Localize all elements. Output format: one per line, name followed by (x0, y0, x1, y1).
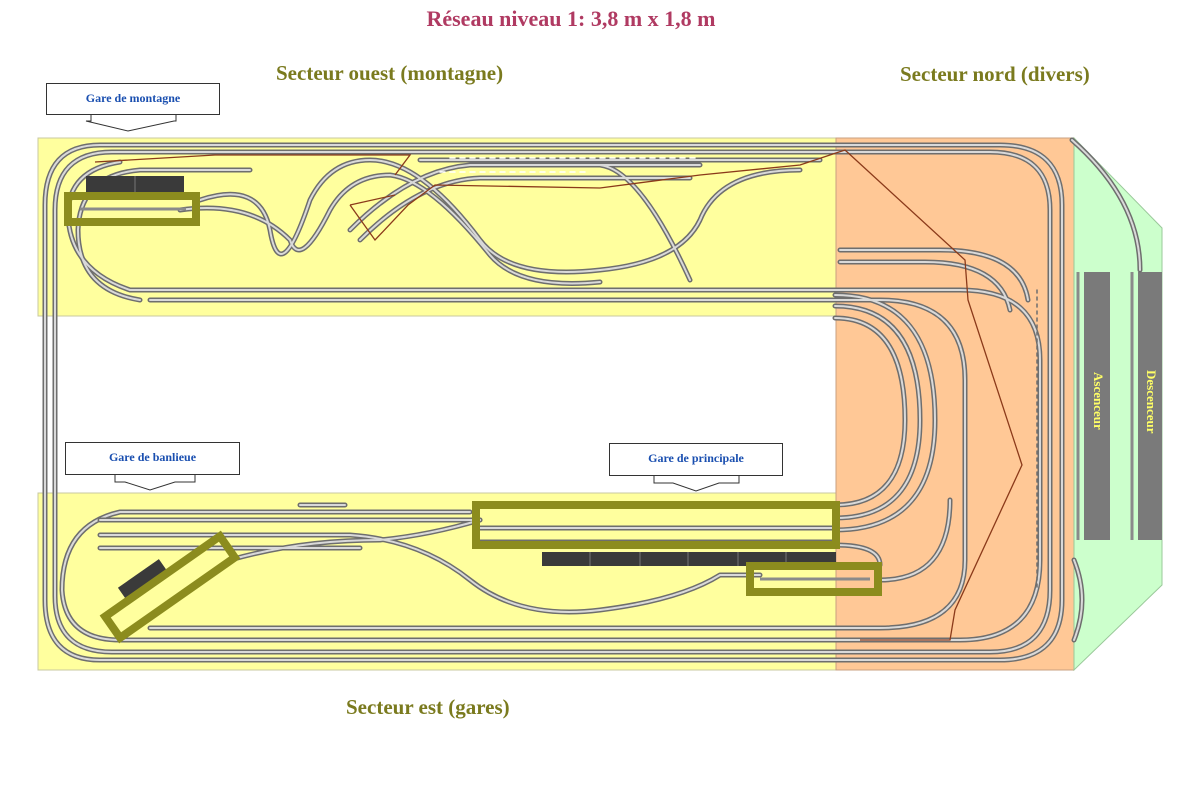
mountain-platform (64, 192, 200, 226)
suburb-platform (99, 530, 241, 644)
page-title: Réseau niveau 1: 3,8 m x 1,8 m (426, 6, 716, 31)
lift-shaft-down (1138, 272, 1162, 540)
lift-label-up: Ascenceur (1091, 372, 1106, 430)
sector-east-label: Secteur est (gares) (346, 695, 510, 719)
lift-label-down: Descenceur (1144, 370, 1159, 434)
station-label-mountain: Gare de montagne (46, 83, 220, 115)
suburb-station-building (117, 559, 169, 601)
station-label-main: Gare de principale (609, 443, 783, 476)
lift-shaft-up (1084, 272, 1110, 540)
main-platform (472, 501, 840, 549)
sector-north-label: Secteur nord (divers) (900, 62, 1090, 86)
sector-west-label: Secteur ouest (montagne) (276, 61, 504, 85)
wiring (94, 149, 1023, 641)
main-secondary-platform (746, 562, 882, 596)
station-label-suburb: Gare de banlieue (65, 442, 240, 475)
platforms (64, 192, 882, 644)
